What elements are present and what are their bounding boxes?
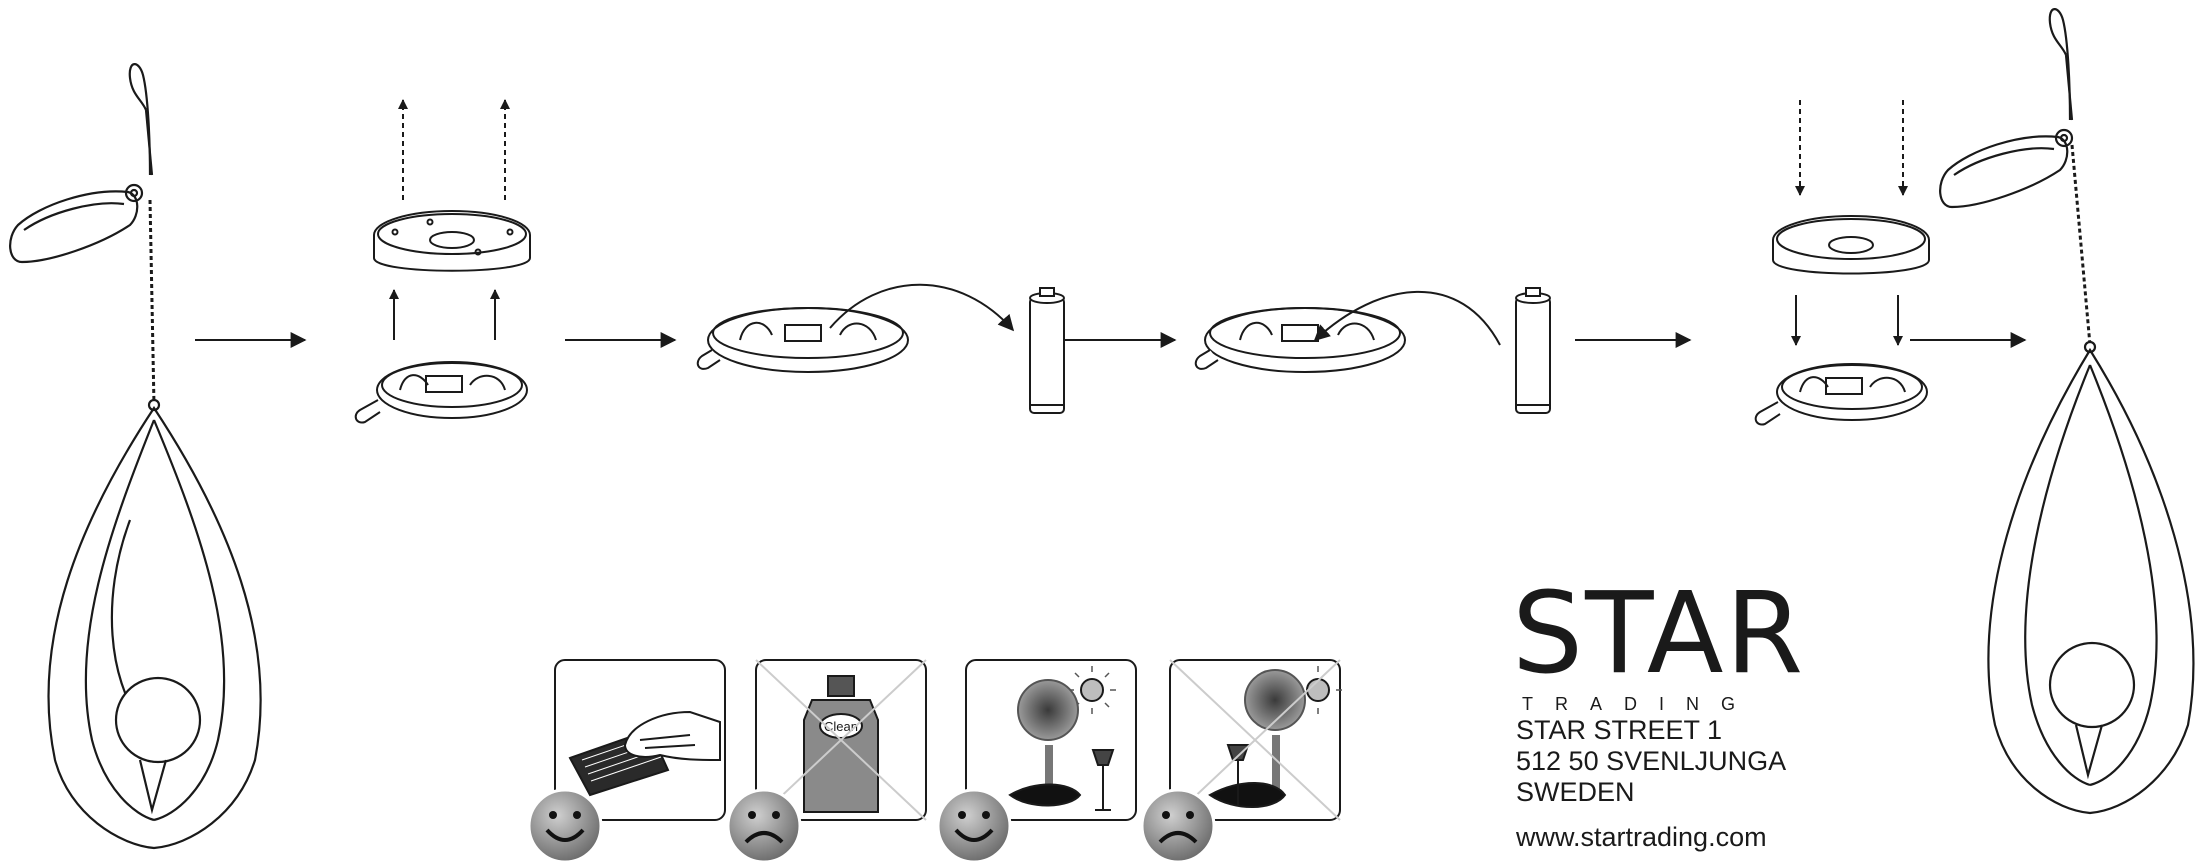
- sad-face-icon: [728, 790, 800, 861]
- happy-face-icon: [938, 790, 1010, 861]
- care-panel-cleaner: Clean: [728, 660, 926, 861]
- lantern-right: [1940, 9, 2193, 813]
- care-panel-sunny: [938, 660, 1136, 861]
- sad-face-icon: [1142, 790, 1214, 861]
- address-line-1: STAR STREET 1: [1516, 715, 1786, 746]
- care-panel-wipe: [529, 660, 725, 861]
- happy-face-icon: [529, 790, 601, 861]
- step-open-housing: [356, 100, 530, 423]
- website-link: www.startrading.com: [1516, 822, 1767, 853]
- chain-left: [150, 200, 154, 405]
- step-close-housing: [1756, 100, 1929, 425]
- lantern-left: [10, 64, 261, 848]
- clean-label: Clean: [824, 719, 858, 734]
- address-line-3: SWEDEN: [1516, 777, 1786, 808]
- company-address: STAR STREET 1 512 50 SVENLJUNGA SWEDEN: [1516, 715, 1786, 808]
- brand-logo: STAR TRADING: [1512, 578, 1842, 715]
- solar-panel-left: [10, 185, 142, 262]
- step-remove-battery: [698, 285, 1064, 413]
- address-line-2: 512 50 SVENLJUNGA: [1516, 746, 1786, 777]
- solar-panel-right: [1940, 130, 2072, 207]
- step-insert-battery: [1196, 288, 1550, 413]
- battery-new: [1516, 288, 1550, 413]
- logo-wordmark: STAR: [1512, 578, 1842, 690]
- battery-removed: [1030, 288, 1064, 413]
- chain-right: [2072, 145, 2090, 345]
- care-panel-shaded: [1142, 660, 1342, 861]
